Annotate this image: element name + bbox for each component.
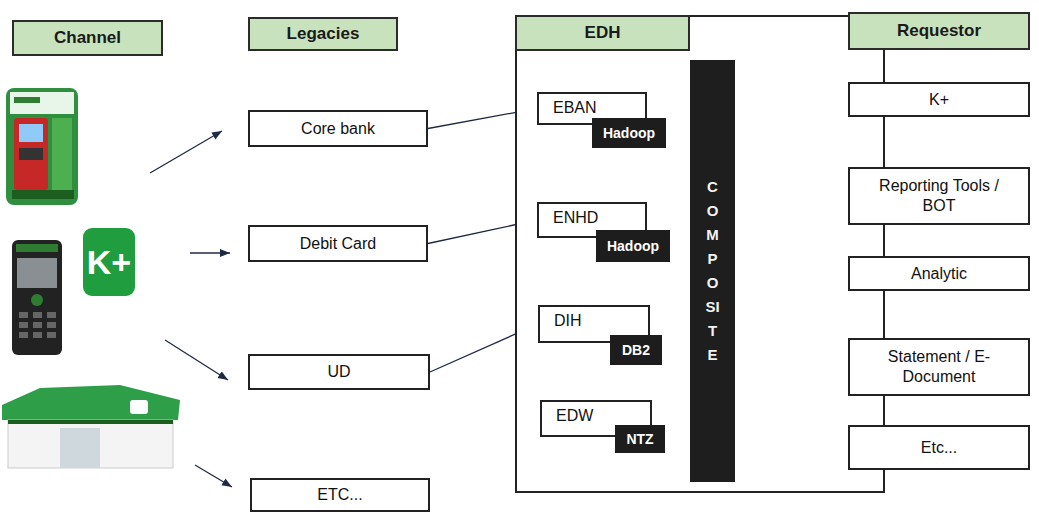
pos-key [19, 332, 28, 338]
branch-door [60, 428, 100, 468]
node-label: ENHD [553, 209, 598, 227]
column-header: Requestor [848, 12, 1030, 50]
database-box: EDWNTZ [540, 400, 652, 437]
pos-key [47, 312, 56, 318]
legacy-box: ETC... [250, 478, 430, 512]
database-box: DIHDB2 [538, 305, 650, 343]
platform-tag: DB2 [610, 335, 662, 365]
atm-screen [19, 124, 43, 142]
frame-heading: EDH [515, 15, 690, 51]
node-label: Channel [54, 28, 121, 48]
node-label: Legacies [287, 24, 360, 44]
pos-logo [31, 294, 43, 306]
requestor-box: Etc... [848, 425, 1030, 470]
atm-panel [52, 118, 72, 190]
pos-key [33, 312, 42, 318]
kplus-app-logo [83, 228, 135, 296]
node-label: Analytic [911, 264, 967, 284]
branch-illustration [2, 385, 180, 468]
node-label: DIH [554, 312, 582, 330]
legacy-box: Debit Card [248, 225, 428, 262]
pos-body [12, 240, 62, 355]
legacy-box: Core bank [248, 110, 428, 147]
node-label: ETC... [317, 486, 362, 504]
column-header: Channel [12, 20, 163, 56]
atm-keypad [19, 148, 43, 160]
platform-tag: NTZ [615, 425, 665, 453]
legacy-box: UD [248, 354, 430, 390]
node-label: DB2 [622, 341, 650, 359]
node-label: Hadoop [607, 237, 659, 255]
atm-machine [14, 118, 48, 190]
node-label: Reporting Tools / BOT [864, 176, 1014, 216]
platform-tag: Hadoop [592, 118, 666, 148]
atm-sign-mark [14, 97, 40, 103]
node-label: Core bank [301, 120, 375, 138]
edh-frame: EDHEBANHadoopENHDHadoopDIHDB2EDWNTZCOMPO… [515, 15, 885, 493]
node-label: NTZ [626, 430, 653, 448]
pos-key [19, 322, 28, 328]
pos-key [47, 332, 56, 338]
pos-screen [17, 258, 57, 288]
channel-arrow [190, 252, 230, 253]
node-label: Statement / E-Document [864, 347, 1014, 387]
logo-label: K+ [83, 228, 135, 296]
pos-terminal-illustration [12, 240, 62, 355]
database-box: EBANHadoop [537, 92, 647, 125]
branch-canopy [2, 385, 180, 420]
channel-arrow [150, 131, 222, 173]
branch-stripe [8, 420, 173, 424]
composite-bar: COMPOSITE [690, 60, 735, 482]
node-label: Hadoop [603, 124, 655, 142]
pos-key [47, 322, 56, 328]
channel-arrows [150, 131, 232, 487]
branch-logo [130, 400, 148, 414]
atm-sign [10, 92, 74, 114]
database-box: ENHDHadoop [537, 202, 647, 238]
platform-tag: Hadoop [596, 230, 670, 262]
requestor-box: Analytic [848, 256, 1030, 291]
node-label: Etc... [921, 438, 957, 458]
pos-band [16, 244, 58, 252]
pos-key [19, 312, 28, 318]
requestor-box: Reporting Tools / BOT [848, 167, 1030, 225]
node-label: UD [327, 363, 350, 381]
pos-key [33, 332, 42, 338]
requestor-box: K+ [848, 82, 1030, 117]
channel-arrow [165, 340, 228, 380]
node-label: K+ [929, 90, 949, 110]
column-header: Legacies [248, 17, 398, 51]
node-label: Requestor [897, 21, 981, 41]
node-label: EBAN [553, 99, 597, 117]
requestor-box: Statement / E-Document [848, 338, 1030, 396]
channel-arrow [195, 465, 232, 487]
node-label: Debit Card [300, 235, 376, 253]
branch-wall [8, 420, 173, 468]
atm-base [12, 190, 74, 199]
node-label: EDW [556, 407, 593, 425]
atm-illustration [6, 88, 78, 205]
node-label: COMPOSITE [705, 175, 720, 367]
pos-key [33, 322, 42, 328]
atm-kiosk [6, 88, 78, 205]
